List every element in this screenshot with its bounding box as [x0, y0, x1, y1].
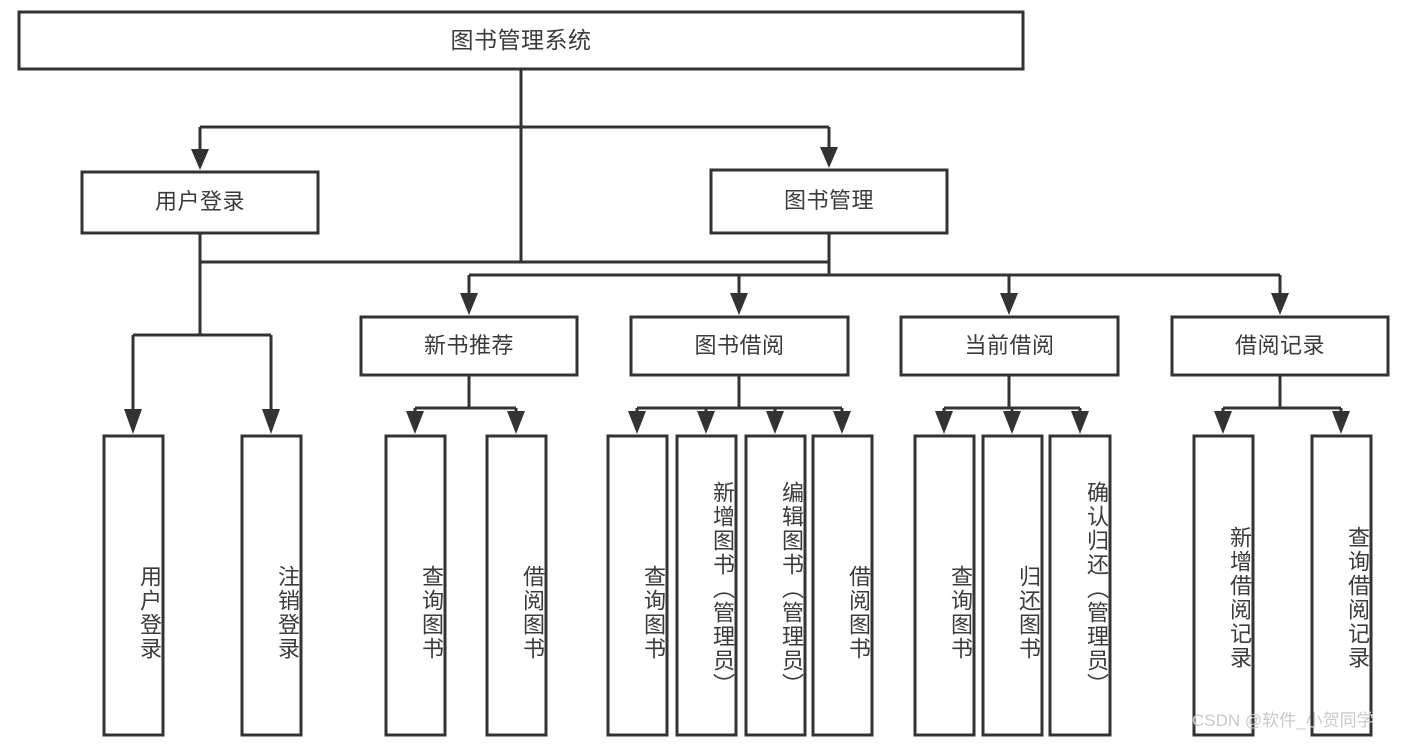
node-box-leaf-query-book-borrow[interactable] [606, 434, 669, 737]
node-box-leaf-user-logout[interactable] [240, 434, 303, 737]
node-box-leaf-query-borrow-record[interactable] [1310, 434, 1373, 737]
arrowhead-user-login [191, 149, 209, 170]
node-box-leaf-borrow-book-rec[interactable] [485, 434, 548, 737]
arrowhead-leaf-borrow-book [833, 411, 851, 434]
arrowhead-leaf-user-logout [262, 409, 280, 434]
arrowhead-book-management [820, 147, 838, 168]
arrowhead-leaf-confirm-return-admin [1071, 411, 1089, 434]
node-box-book-management[interactable] [709, 168, 949, 235]
node-box-new-book-recommend[interactable] [359, 315, 579, 377]
node-box-leaf-add-book-admin[interactable] [675, 434, 738, 737]
node-box-leaf-borrow-book[interactable] [811, 434, 874, 737]
arrowhead-leaf-user-login [124, 409, 142, 434]
connector-user-login-children [124, 233, 280, 434]
connector-book-management-children [460, 233, 1289, 315]
arrowhead-leaf-return-book [1003, 411, 1021, 434]
arrowhead-borrow-records [1271, 293, 1289, 315]
arrowhead-current-borrow [1000, 293, 1018, 315]
arrowhead-leaf-query-book-rec [406, 411, 424, 434]
node-box-current-borrow[interactable] [899, 315, 1120, 377]
node-box-leaf-edit-book-admin[interactable] [744, 434, 807, 737]
node-box-book-borrow[interactable] [629, 315, 850, 377]
connector-level1 [191, 69, 838, 170]
node-box-leaf-user-login[interactable] [102, 434, 165, 737]
arrowhead-book-borrow [730, 293, 748, 315]
connector-borrow-records-children [1214, 375, 1350, 434]
arrowhead-leaf-query-book-borrow [628, 411, 646, 434]
connector-book-borrow-children [628, 375, 851, 434]
arrowhead-leaf-borrow-book-rec [507, 411, 525, 434]
connector-new-book-children [406, 375, 525, 434]
node-box-leaf-query-book-rec[interactable] [384, 434, 447, 737]
arrowhead-leaf-edit-book-admin [766, 411, 784, 434]
node-box-leaf-add-borrow-record[interactable] [1192, 434, 1255, 737]
arrowhead-leaf-query-borrow-record [1332, 411, 1350, 434]
arrowhead-leaf-add-borrow-record [1214, 411, 1232, 434]
node-box-leaf-query-book-current[interactable] [913, 434, 976, 737]
arrowhead-new-book-recommend [460, 293, 478, 315]
node-box-leaf-return-book[interactable] [981, 434, 1044, 737]
node-box-root[interactable] [17, 10, 1025, 71]
node-box-borrow-records[interactable] [1170, 315, 1390, 377]
node-box-leaf-confirm-return-admin[interactable] [1048, 434, 1112, 737]
connector-current-borrow-children [935, 375, 1089, 434]
arrowhead-leaf-add-book-admin [697, 411, 715, 434]
arrowhead-leaf-query-book-current [935, 411, 953, 434]
node-box-user-login[interactable] [80, 170, 320, 235]
